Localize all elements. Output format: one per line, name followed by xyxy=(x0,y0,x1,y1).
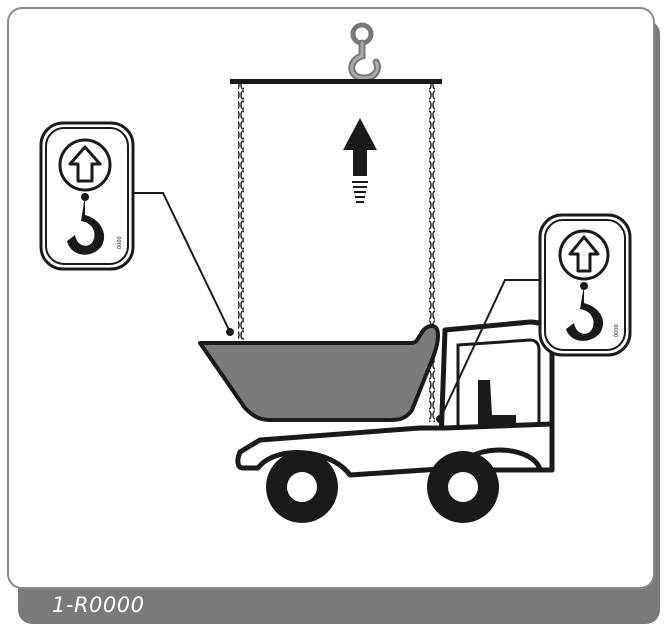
lifting-point-decal-icon: 0000 xyxy=(540,215,630,355)
left-chain xyxy=(238,84,244,340)
svg-text:0000: 0000 xyxy=(117,236,123,249)
figure-caption: 1-R0000 xyxy=(52,593,144,617)
svg-text:0000: 0000 xyxy=(614,324,620,337)
lifting-point-decal-icon: 0000 xyxy=(41,123,133,269)
front-wheel xyxy=(266,451,338,523)
rear-wheel xyxy=(427,451,499,523)
right-chain xyxy=(429,84,435,422)
spreader-beam xyxy=(230,79,442,84)
